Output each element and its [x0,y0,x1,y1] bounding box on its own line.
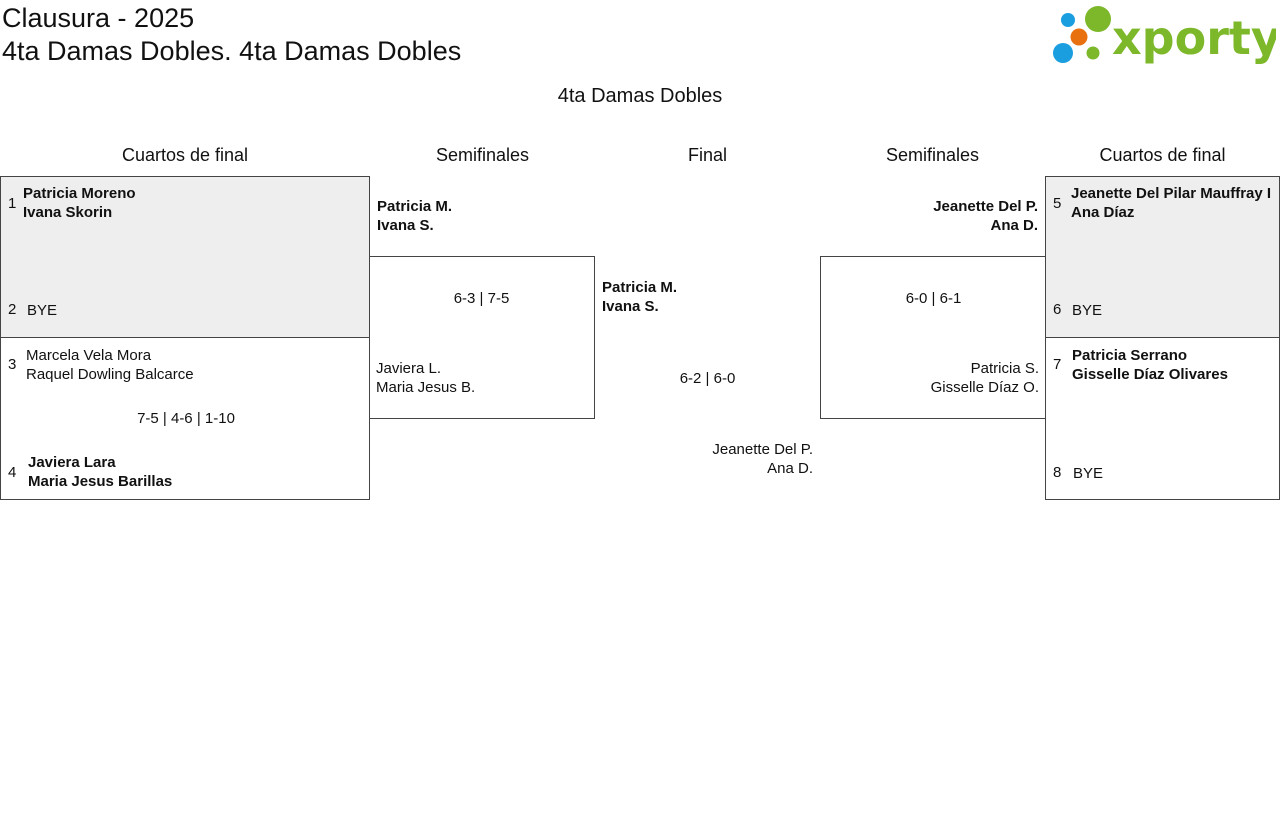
seed-number: 1 [8,195,17,212]
round-header-left-qf: Cuartos de final [121,145,249,165]
tournament-title: Clausura - 2025 [2,3,195,33]
match-qf-4[interactable]: 7 Patricia Serrano Gisselle Díaz Olivare… [1045,337,1280,500]
seed-number: 3 [8,356,17,373]
player-name: Jeanette Del Pilar Mauffray I [1071,185,1272,202]
player-name: Jeanette Del P. [933,198,1038,215]
player-name: Gisselle Díaz Olivares [1072,366,1228,383]
player-name: Javiera Lara [28,454,116,471]
match-qf-3[interactable]: 5 Jeanette Del Pilar Mauffray I Ana Díaz… [1045,176,1280,338]
xporty-logo: xporty [1050,4,1280,66]
seed-number: 4 [8,464,17,481]
player-name: Maria Jesus B. [376,379,476,396]
player-name: Patricia M. [602,279,678,296]
match-score: 6-2 | 6-0 [679,370,736,387]
team-names: Jeanette Del Pilar Mauffray I Ana Díaz [1071,184,1276,222]
player-name: Patricia Serrano [1072,347,1188,364]
player-name: Ana D. [990,217,1038,234]
seed-number: 6 [1053,301,1062,318]
match-sf-1[interactable]: 6-3 | 7-5 Javiera L. Maria Jesus B. [369,256,595,419]
match-sf-2[interactable]: 6-0 | 6-1 Patricia S. Gisselle Díaz O. [820,256,1046,419]
player-name: Jeanette Del P. [712,441,813,458]
round-header-left-sf: Semifinales [435,145,530,165]
player-name: Ivana Skorin [23,204,113,221]
seed-number: 5 [1053,195,1062,212]
round-header-right-sf: Semifinales [885,145,980,165]
seed-number: 2 [8,301,17,318]
player-name: Ana D. [767,460,813,477]
match-qf-1[interactable]: 1 Patricia Moreno Ivana Skorin 2 BYE [0,176,370,338]
player-name: Ivana S. [602,298,659,315]
draw-title: 4ta Damas Dobles [557,85,723,107]
round-header-right-qf: Cuartos de final [1099,145,1226,165]
player-name: Patricia M. [377,198,453,215]
match-score: 7-5 | 4-6 | 1-10 [137,410,235,427]
player-name: Patricia S. [970,360,1039,377]
bye-label: BYE [1072,302,1103,319]
match-score: 6-0 | 6-1 [905,290,962,307]
player-name: Maria Jesus Barillas [28,473,173,490]
player-name: Ivana S. [377,217,434,234]
player-name: Patricia Moreno [23,185,136,202]
category-title: 4ta Damas Dobles. 4ta Damas Dobles [2,36,462,66]
round-header-final: Final [687,145,727,165]
player-name: Marcela Vela Mora [26,347,152,364]
match-score: 6-3 | 7-5 [453,290,510,307]
seed-number: 8 [1053,464,1062,481]
match-qf-2[interactable]: 3 Marcela Vela Mora Raquel Dowling Balca… [0,337,370,500]
bye-label: BYE [27,302,58,319]
player-name: Javiera L. [376,360,442,377]
player-name: Raquel Dowling Balcarce [26,366,194,383]
seed-number: 7 [1053,356,1062,373]
svg-text:xporty: xporty [1112,11,1276,65]
player-name: Ana Díaz [1071,204,1135,221]
player-name: Gisselle Díaz O. [930,379,1039,396]
bye-label: BYE [1073,465,1104,482]
